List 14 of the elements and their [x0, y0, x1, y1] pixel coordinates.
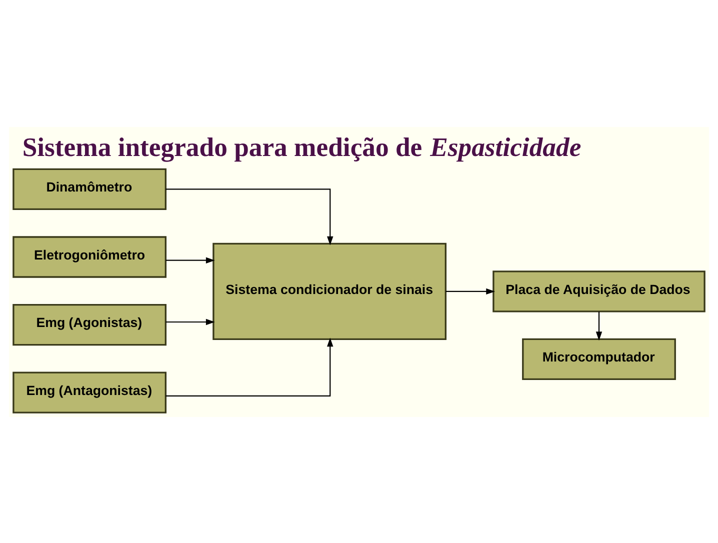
- node-box: Microcomputador: [522, 338, 676, 380]
- arrow: [166, 318, 215, 325]
- node-box: Eletrogoniômetro: [12, 236, 166, 278]
- arrow: [596, 311, 602, 340]
- node-box: Emg (Antagonistas): [12, 371, 166, 413]
- arrow: [446, 288, 496, 294]
- node-box: Placa de Aquisição de Dados: [492, 270, 706, 312]
- node-box: Dinamômetro: [12, 168, 166, 210]
- arrow: [166, 256, 215, 263]
- diagram-title: Sistema integrado para medição de Espasticidade: [22, 132, 582, 162]
- arrow: [166, 188, 334, 245]
- node-box: Emg (Agonistas): [12, 303, 166, 346]
- node-box: Sistema condicionador de sinais: [212, 242, 446, 340]
- arrow: [166, 337, 334, 396]
